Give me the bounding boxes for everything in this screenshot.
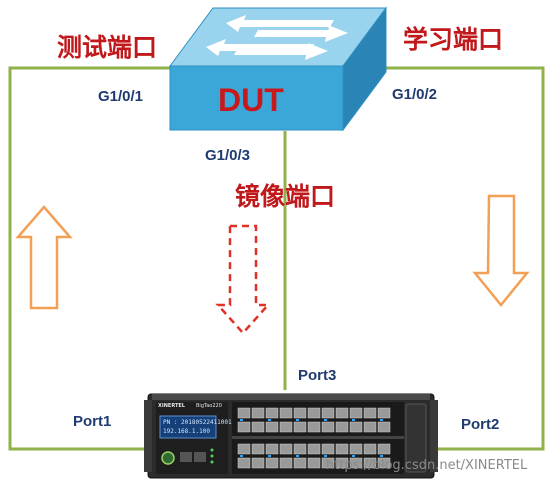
dut-switch <box>169 6 387 132</box>
tester-device: XINERTEL BigTao220 PN : 20180522411001 1… <box>144 388 438 482</box>
tester-screen-line2: 192.168.1.100 <box>163 428 210 435</box>
learn-port-label: 学习端口 <box>403 25 504 54</box>
mirror-arrow-icon <box>215 224 271 335</box>
tester-port1: Port1 <box>73 413 112 430</box>
dut-port-g101: G1/0/1 <box>98 88 144 105</box>
tester-model: BigTao220 <box>196 403 222 409</box>
watermark-text: https://blog.csdn.net/XINERTEL <box>326 458 528 473</box>
dut-port-g103: G1/0/3 <box>205 147 251 164</box>
cable-port1 <box>8 66 172 451</box>
dut-label: DUT <box>218 82 284 118</box>
dut-port-g102: G1/0/2 <box>392 86 438 103</box>
tester-brand: XINERTEL <box>158 403 185 409</box>
tester-ports <box>237 407 391 469</box>
tester-screen-line1: PN : 20180522411001 <box>163 419 232 426</box>
switch-arrows-icon <box>206 15 348 60</box>
up-arrow-icon <box>15 205 73 310</box>
down-arrow-icon <box>472 194 530 307</box>
test-port-label: 测试端口 <box>57 33 158 62</box>
tester-port2: Port2 <box>461 416 500 433</box>
tester-port3: Port3 <box>298 367 337 384</box>
cable-port2 <box>386 66 545 451</box>
mirror-port-label: 镜像端口 <box>235 182 336 211</box>
